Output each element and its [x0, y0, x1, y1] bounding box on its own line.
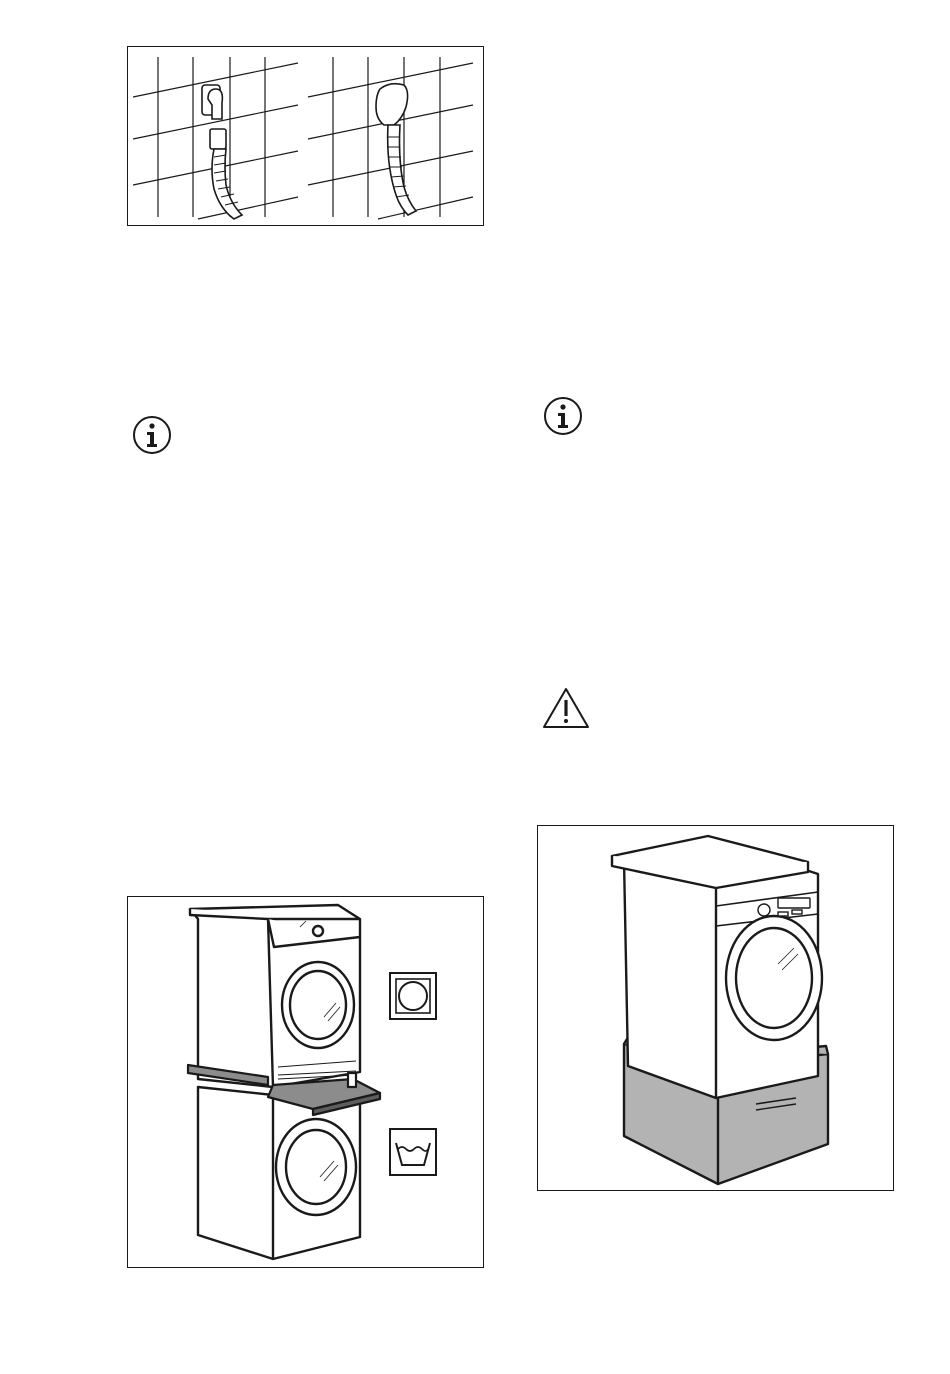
stacked-dryer-washer-icon: [128, 897, 483, 1267]
washing-tub-symbol-icon: [390, 1129, 436, 1175]
wall-tap-hose-icon: [128, 47, 483, 225]
tumble-dryer-symbol-icon: [390, 973, 436, 1019]
info-icon: [543, 396, 583, 436]
figure-hose-connection: [127, 46, 484, 226]
info-icon: [132, 415, 172, 455]
warning-triangle-icon: [541, 686, 591, 730]
figure-stacking-kit: [127, 896, 484, 1268]
figure-pedestal: [537, 825, 894, 1191]
dryer-on-pedestal-icon: [538, 826, 893, 1190]
